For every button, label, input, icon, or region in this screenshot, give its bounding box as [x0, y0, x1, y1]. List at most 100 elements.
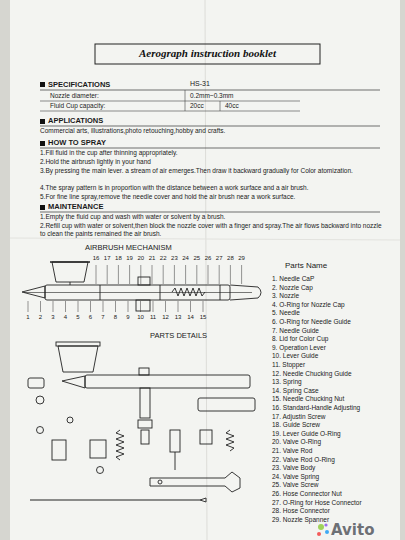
part-name: 14. Spring Case [272, 387, 397, 395]
leader-line [163, 265, 164, 284]
callout-number: 10 [135, 314, 147, 322]
part-name: 28. Hose Connector [272, 507, 397, 515]
leader-line [128, 301, 129, 312]
callout-number: 12 [160, 314, 172, 322]
leader-line [103, 301, 104, 312]
callout-number: 22 [157, 255, 169, 263]
part-name: 6. O-Ring for Needle Guide [272, 318, 397, 326]
callout-number: 8 [110, 314, 122, 322]
paper-sheet [10, 0, 400, 540]
callout-number: 20 [135, 255, 147, 263]
figure-heading: PARTS DETAILS [150, 331, 260, 340]
callout-number: 16 [90, 255, 102, 263]
watermark: Avito [331, 521, 391, 540]
callout-number: 25 [191, 255, 203, 263]
instruction-step: 2.Hold the airbrush lightly in your hand [40, 158, 385, 166]
leader-line [140, 301, 141, 312]
callout-number: 29 [236, 255, 248, 263]
table-cell: 0.2mm~0.3mm [190, 92, 270, 100]
part-name: 19. Lever Guide O-Ring [272, 430, 397, 438]
leader-line [153, 301, 154, 312]
leader-line [140, 265, 141, 284]
leader-line [178, 301, 179, 312]
callout-number: 3 [47, 314, 59, 322]
callout-number: 21 [146, 255, 158, 263]
part-name: 13. Spring [272, 378, 397, 386]
part-name: 25. Valve Screw [272, 481, 397, 489]
leader-line [78, 301, 79, 312]
callout-number: 26 [202, 255, 214, 263]
leader-line [185, 265, 186, 284]
section-heading: HOW TO SPRAY [48, 138, 168, 147]
callout-number: 19 [124, 255, 136, 263]
callout-number: 23 [168, 255, 180, 263]
model-number: HS-31 [190, 80, 250, 89]
leader-line [219, 265, 220, 284]
section-heading: APPLICATIONS [48, 116, 168, 125]
leader-line [165, 301, 166, 312]
instruction-step: 5.For fine line spray,remove the needle … [40, 193, 385, 201]
callout-number: 24 [180, 255, 192, 263]
callout-number: 4 [60, 314, 72, 322]
instruction-step: 3.By pressing the main lever. a stream o… [40, 167, 385, 175]
leader-line [230, 265, 231, 284]
callout-number: 18 [112, 255, 124, 263]
table-cell: 40cc [225, 102, 265, 110]
table-cell: 20cc [190, 102, 218, 110]
leader-lines [28, 265, 242, 312]
leader-line [118, 265, 119, 284]
spec-table [40, 90, 300, 111]
instruction-step: 4.The spray pattern is in proportion wit… [40, 184, 385, 192]
leader-line [196, 265, 197, 284]
leader-line [53, 301, 54, 312]
leader-line [129, 265, 130, 284]
parts-details-drawing [28, 342, 255, 502]
part-name: 20. Valve O-Ring [272, 438, 397, 446]
leader-line [190, 301, 191, 312]
leader-line [208, 265, 209, 284]
part-name: 22. Valve Rod O-Ring [272, 456, 397, 464]
callout-number: 5 [72, 314, 84, 322]
callout-number: 14 [185, 314, 197, 322]
part-name: 27. O-Ring for Hose Connector [272, 499, 397, 507]
callout-number: 2 [35, 314, 47, 322]
part-name: 17. Adjustin Screw [272, 413, 397, 421]
part-name: 12. Needle Chucking Guide [272, 370, 397, 378]
part-name: 7. Needle Guide [272, 327, 397, 335]
figure-heading: AIRBRUSH MECHANISM [85, 243, 235, 252]
instruction-step: 1.Empty the fluid cup and wash with wate… [40, 213, 385, 221]
part-name: 1. Needle CaP [272, 275, 397, 283]
part-name: 8. Lid for Color Cup [272, 335, 397, 343]
instruction-step: 1.Fill fluid in the cup after thinning a… [40, 149, 385, 157]
part-name: 2. Nozzle Cap [272, 284, 397, 292]
part-name: 26. Hose Connector Nut [272, 490, 397, 498]
table-cell: Nozzle diameter: [50, 92, 180, 100]
leader-line [65, 301, 66, 312]
list-heading: Parts Name [285, 261, 385, 271]
leader-line [241, 265, 242, 284]
part-name: 11. Stopper [272, 361, 397, 369]
section-heading: SPECIFICATIONS [48, 80, 168, 89]
callout-number: 6 [85, 314, 97, 322]
airbrush-mechanism-drawing [22, 262, 261, 311]
callout-number: 11 [147, 314, 159, 322]
leader-line [28, 301, 29, 312]
part-name: 3. Nozzle [272, 292, 397, 300]
fold-line [10, 238, 400, 240]
instruction-step: 2.Refill cup with water or solvent,then … [40, 222, 385, 238]
leader-line [90, 301, 91, 312]
callout-number: 28 [224, 255, 236, 263]
title-frame [95, 44, 320, 64]
leader-line [107, 265, 108, 284]
body-text: Commercial arts, illustrations,photo ret… [40, 127, 385, 135]
table-cell: Fluid Cup capacity: [50, 102, 180, 110]
part-name: 15. Needle Chucking Nut [272, 395, 397, 403]
callout-number: 9 [122, 314, 134, 322]
part-name: 21. Valve Rod [272, 447, 397, 455]
part-name: 24. Valve Spring [272, 473, 397, 481]
leader-line [96, 265, 97, 284]
watermark-dots [317, 523, 329, 536]
callout-number: 13 [172, 314, 184, 322]
callout-number: 15 [197, 314, 209, 322]
callout-number: 7 [97, 314, 109, 322]
